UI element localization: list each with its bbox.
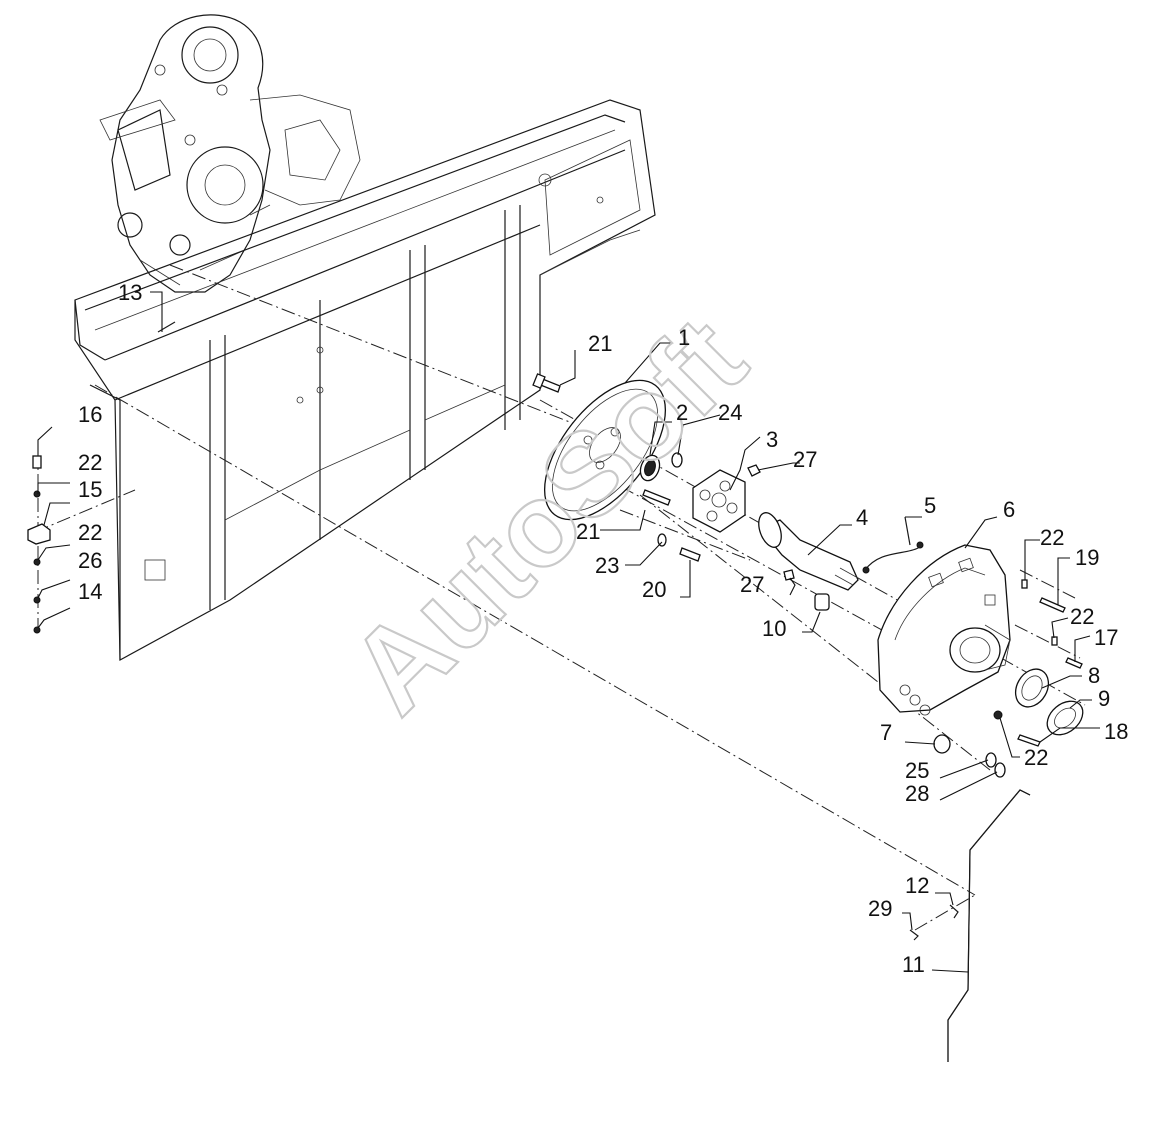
sleeve-10 (814, 593, 830, 611)
callout-25: 25 (905, 758, 929, 783)
callout-labels: 13 16 22 15 22 26 14 21 1 2 24 3 27 21 2… (78, 280, 1128, 977)
callout-24: 24 (718, 400, 742, 425)
callout-22a: 22 (78, 450, 102, 475)
nut-27-top (747, 464, 761, 477)
bell-housing (877, 544, 1011, 716)
callout-23: 23 (595, 553, 619, 578)
callout-22b: 22 (78, 520, 102, 545)
pilot-bearing (639, 454, 661, 482)
callout-10: 10 (762, 616, 786, 641)
drain-tube (947, 789, 1031, 1062)
nut-22-right-b (1051, 636, 1058, 646)
nut-22-right-a (1021, 579, 1028, 589)
nut-22-lower-right (993, 710, 1003, 720)
bolt-21-lower (642, 489, 671, 506)
callout-21b: 21 (576, 519, 600, 544)
coupling-hub (692, 469, 746, 533)
callout-22c: 22 (1040, 525, 1064, 550)
callout-1: 1 (678, 325, 690, 350)
engine-block (99, 14, 361, 293)
bolt-20 (679, 547, 701, 562)
callout-11: 11 (902, 952, 925, 977)
hardware-stack-left (27, 455, 51, 634)
callout-15: 15 (78, 477, 102, 502)
callout-22d: 22 (1070, 604, 1094, 629)
fitting-25 (985, 752, 997, 768)
sensor-cable (862, 516, 924, 574)
drive-shaft (758, 512, 859, 591)
callout-19: 19 (1075, 545, 1099, 570)
callout-6: 6 (1003, 497, 1015, 522)
callout-18: 18 (1104, 719, 1128, 744)
bolt-21-top (532, 373, 561, 393)
callout-21a: 21 (588, 331, 612, 356)
clip-29 (909, 929, 919, 941)
callout-13: 13 (118, 280, 142, 305)
callout-27a: 27 (793, 447, 817, 472)
washer-24 (671, 452, 683, 468)
clip-12 (949, 904, 959, 919)
nut-27-lower (783, 569, 795, 581)
ring-9 (1046, 700, 1084, 736)
callout-26: 26 (78, 548, 102, 573)
callout-29: 29 (868, 896, 892, 921)
callout-14: 14 (78, 579, 102, 604)
callout-16: 16 (78, 402, 102, 427)
pin-13 (157, 321, 176, 333)
plug-7 (933, 734, 951, 754)
flex-plate (543, 379, 667, 521)
callout-9: 9 (1098, 686, 1110, 711)
leader-lines (37, 291, 1100, 973)
callout-7: 7 (880, 720, 892, 745)
callout-3: 3 (766, 427, 778, 452)
seal-8 (1014, 668, 1050, 708)
washer-23 (657, 533, 667, 547)
bolt-17 (1065, 657, 1083, 669)
callout-27b: 27 (740, 572, 764, 597)
bolt-18 (1017, 734, 1041, 747)
callout-28: 28 (905, 781, 929, 806)
fitting-28 (994, 762, 1006, 778)
callout-4: 4 (856, 505, 868, 530)
callout-12: 12 (905, 873, 929, 898)
callout-20: 20 (642, 577, 666, 602)
callout-2: 2 (676, 400, 688, 425)
callout-17: 17 (1094, 625, 1118, 650)
bolt-19 (1039, 597, 1066, 613)
callout-22e: 22 (1024, 745, 1048, 770)
chassis-frame (74, 99, 656, 662)
callout-5: 5 (924, 493, 936, 518)
callout-8: 8 (1088, 663, 1100, 688)
